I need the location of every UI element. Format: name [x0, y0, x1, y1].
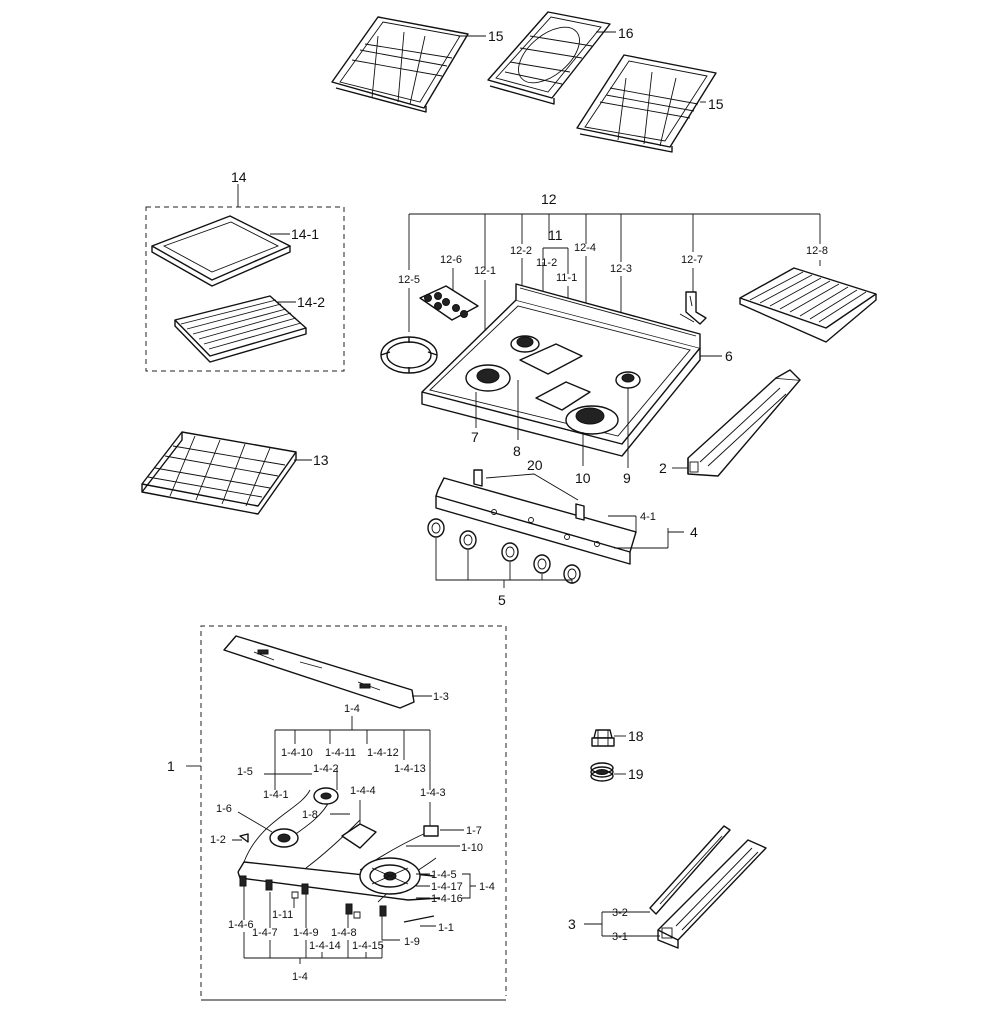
- label-4: 4: [690, 524, 698, 540]
- side-rail-3-1: [657, 839, 767, 949]
- label-16: 16: [618, 25, 634, 41]
- label-18: 18: [628, 728, 644, 744]
- broiler-rack-14-2: [174, 295, 307, 363]
- label-15-b: 15: [708, 96, 724, 112]
- label-1-4-4: 1-4-4: [350, 785, 376, 797]
- label-11: 11: [548, 227, 563, 243]
- gas-manifold-1: [237, 787, 441, 923]
- label-1-4-1: 1-4-1: [263, 789, 289, 801]
- label-1-4-16: 1-4-16: [431, 893, 463, 905]
- grate-16-middle: [487, 11, 611, 105]
- grate-15-right: [576, 54, 717, 153]
- label-11-1: 11-1: [556, 272, 577, 284]
- knob-caps-12-6: [419, 285, 479, 321]
- gas-bracket-1-3: [223, 635, 415, 709]
- label-1-4-12: 1-4-12: [367, 747, 399, 759]
- label-12-4: 12-4: [574, 242, 596, 254]
- label-1-4-3: 1-4-3: [420, 787, 446, 799]
- label-1-4-top: 1-4: [344, 703, 360, 715]
- side-rail-3-2: [649, 825, 731, 915]
- label-12-8: 12-8: [806, 245, 828, 257]
- group-14-box: [145, 206, 345, 372]
- label-4-1: 4-1: [640, 511, 656, 523]
- label-14-2: 14-2: [297, 294, 325, 310]
- label-1-4-6: 1-4-6: [228, 919, 254, 931]
- label-6: 6: [725, 348, 733, 364]
- label-1-10: 1-10: [461, 842, 483, 854]
- label-12-7: 12-7: [681, 254, 703, 266]
- label-8: 8: [513, 443, 521, 459]
- label-1-4-14: 1-4-14: [309, 940, 341, 952]
- label-1-3: 1-3: [433, 691, 449, 703]
- label-7: 7: [471, 429, 479, 445]
- label-1-4-13: 1-4-13: [394, 763, 426, 775]
- knobs-5: [427, 518, 581, 584]
- label-12: 12: [541, 191, 557, 207]
- label-20: 20: [527, 457, 543, 473]
- label-1-4-right: 1-4: [479, 881, 495, 893]
- control-panel-4-1: [435, 469, 637, 565]
- label-14: 14: [231, 169, 247, 185]
- label-1-4-2: 1-4-2: [313, 763, 339, 775]
- label-15-a: 15: [488, 28, 504, 44]
- label-9: 9: [623, 470, 631, 486]
- label-1-4-11: 1-4-11: [325, 747, 356, 759]
- label-1-4-17: 1-4-17: [431, 881, 463, 893]
- label-1-5: 1-5: [237, 766, 253, 778]
- label-1-4-8: 1-4-8: [331, 927, 357, 939]
- label-1-4-15: 1-4-15: [352, 940, 384, 952]
- label-3-2: 3-2: [612, 907, 628, 919]
- label-14-1: 14-1: [291, 226, 319, 242]
- label-1-2: 1-2: [210, 834, 226, 846]
- label-2: 2: [659, 460, 667, 476]
- label-10: 10: [575, 470, 591, 486]
- label-3-1: 3-1: [612, 931, 628, 943]
- label-12-2: 12-2: [510, 245, 532, 257]
- label-1-6: 1-6: [216, 803, 232, 815]
- label-1-8: 1-8: [302, 809, 318, 821]
- label-1-1: 1-1: [438, 922, 454, 934]
- side-trim-2: [687, 369, 801, 477]
- label-5: 5: [498, 592, 506, 608]
- label-1: 1: [167, 758, 175, 774]
- label-1-4-7: 1-4-7: [252, 927, 278, 939]
- rack-12-8: [739, 267, 877, 343]
- spring-19: [590, 762, 614, 782]
- label-1-9: 1-9: [404, 936, 420, 948]
- label-1-4-10: 1-4-10: [281, 747, 313, 759]
- label-12-1: 12-1: [474, 265, 496, 277]
- label-1-7: 1-7: [466, 825, 482, 837]
- group-1-box: [200, 625, 507, 996]
- broiler-pan-14-1: [151, 215, 291, 287]
- label-1-4-9: 1-4-9: [293, 927, 319, 939]
- bracket-12-7: [679, 291, 707, 325]
- label-1-4-5: 1-4-5: [431, 869, 457, 881]
- oven-rack-13: [141, 431, 297, 515]
- cooktop-12: [421, 283, 701, 457]
- fitting-18: [591, 729, 615, 747]
- label-12-6: 12-6: [440, 254, 462, 266]
- wok-ring-12-5: [380, 336, 438, 374]
- grate-15-left: [331, 16, 469, 113]
- label-1-4-bottom: 1-4: [292, 971, 308, 983]
- label-19: 19: [628, 766, 644, 782]
- label-12-5: 12-5: [398, 274, 420, 286]
- label-1-11: 1-11: [272, 909, 293, 921]
- label-13: 13: [313, 452, 329, 468]
- label-11-2: 11-2: [536, 257, 557, 269]
- label-3: 3: [568, 916, 576, 932]
- label-12-3: 12-3: [610, 263, 632, 275]
